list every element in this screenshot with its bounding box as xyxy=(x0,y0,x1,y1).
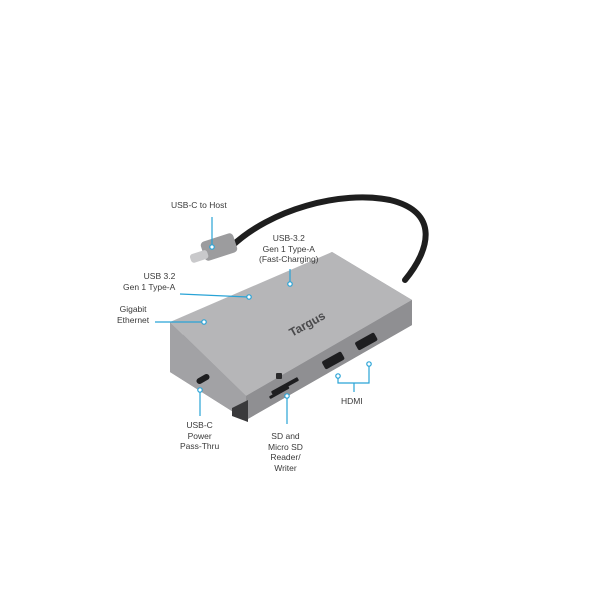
leader-lines xyxy=(155,217,370,424)
hdmi-port-right xyxy=(355,332,378,350)
sd-slot xyxy=(269,373,299,399)
label-usb32-fast: USB-3.2 Gen 1 Type-A (Fast-Charging) xyxy=(259,233,319,264)
label-usb-c-host: USB-C to Host xyxy=(171,200,227,210)
label-hdmi: HDMI xyxy=(341,396,363,406)
leader-endpoints xyxy=(197,244,372,399)
usb-c-power-port xyxy=(196,374,210,384)
label-usb32: USB 3.2 Gen 1 Type-A xyxy=(123,271,176,292)
usb-c-plug xyxy=(189,233,238,263)
hub-body xyxy=(170,252,412,422)
label-sd-reader: SD and Micro SD Reader/ Writer xyxy=(268,431,303,473)
leader-usb32 xyxy=(179,293,249,298)
leader-hdmi-bracket xyxy=(337,366,370,384)
hdmi-port-left xyxy=(322,351,345,369)
usb-c-cable xyxy=(229,194,429,283)
label-usb-c-power: USB-C Power Pass-Thru xyxy=(180,420,220,451)
label-ethernet: Gigabit Ethernet xyxy=(117,304,150,325)
